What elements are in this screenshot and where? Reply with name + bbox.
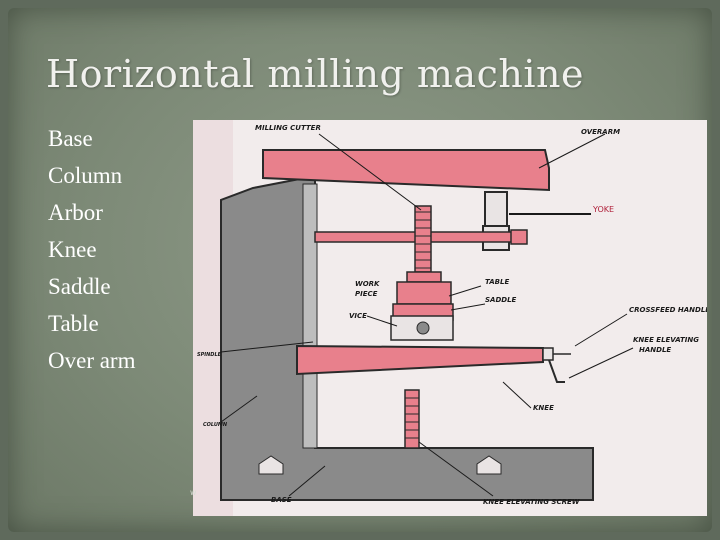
label-vice: VICE xyxy=(349,312,367,320)
bullet-item: Base xyxy=(46,120,136,157)
label-crossfeed-handle: CROSSFEED HANDLE xyxy=(629,306,707,314)
leader-overarm xyxy=(538,133,606,169)
vice-jaws xyxy=(396,281,452,305)
bullet-label: Over arm xyxy=(48,348,136,373)
work-piece xyxy=(406,271,442,283)
label-knee-elevating-handle: KNEE ELEVATING xyxy=(633,336,699,344)
bullet-label: Table xyxy=(48,311,99,336)
diagram-svg: MILLING CUTTER OVERARM WORK PIECE TABLE … xyxy=(193,120,707,516)
leader-base xyxy=(288,465,326,497)
label-spindle: SPINDLE xyxy=(197,352,222,358)
label-yoke: YOKE xyxy=(592,205,614,214)
footer-text: w xyxy=(190,488,197,497)
leader-lines xyxy=(220,133,634,497)
label-knee-elevating-handle: HANDLE xyxy=(639,346,671,354)
bullet-item: Saddle xyxy=(46,268,136,305)
leader-spindle xyxy=(220,341,314,353)
leader-vice xyxy=(366,315,398,327)
label-table: TABLE xyxy=(485,278,509,286)
leader-knee-screw xyxy=(418,441,494,497)
label-column: COLUMN xyxy=(203,422,228,428)
knee-elevating-screw xyxy=(404,389,420,449)
leader-column xyxy=(220,395,258,423)
screw-threads xyxy=(405,397,419,439)
label-base: BASE xyxy=(271,496,292,504)
leader-milling-cutter xyxy=(318,133,422,211)
milling-cutter xyxy=(414,205,432,273)
bullet-label: Knee xyxy=(48,237,97,262)
bullet-item: Knee xyxy=(46,231,136,268)
label-saddle: SADDLE xyxy=(485,296,517,304)
bullet-list: Base Column Arbor Knee Saddle Table Over… xyxy=(46,120,136,379)
bolt-icon xyxy=(476,455,502,475)
label-milling-cutter: MILLING CUTTER xyxy=(255,124,321,132)
leader-knee-handle xyxy=(568,347,634,379)
table-knee xyxy=(296,344,544,376)
label-knee: KNEE xyxy=(533,404,554,412)
bullet-item: Table xyxy=(46,305,136,342)
leader-saddle xyxy=(450,303,486,311)
overarm xyxy=(262,149,550,192)
milling-machine-diagram: MILLING CUTTER OVERARM WORK PIECE TABLE … xyxy=(193,120,707,516)
bullet-item: Arbor xyxy=(46,194,136,231)
crossfeed-hub xyxy=(542,347,554,361)
bullet-item: Column xyxy=(46,157,136,194)
bullet-label: Saddle xyxy=(48,274,111,299)
column-face xyxy=(302,183,318,449)
leader-crossfeed xyxy=(574,313,628,347)
leader-knee xyxy=(502,381,532,409)
label-overarm: OVERARM xyxy=(581,128,620,136)
bullet-item: Over arm xyxy=(46,342,136,379)
bolt-icon xyxy=(258,455,284,475)
arbor-nut xyxy=(510,229,528,245)
bullet-label: Column xyxy=(48,163,123,188)
label-knee-elevating-screw: KNEE ELEVATING SCREW xyxy=(483,498,580,506)
bullet-label: Arbor xyxy=(48,200,103,225)
leader-table xyxy=(448,285,482,297)
cutter-teeth xyxy=(415,211,431,269)
slide-title: Horizontal milling machine xyxy=(46,52,584,96)
label-work-piece: WORK xyxy=(355,280,380,288)
knee-elevating-handle xyxy=(548,359,565,383)
vice-screw-icon xyxy=(416,321,430,335)
label-work-piece: PIECE xyxy=(355,290,378,298)
bullet-label: Base xyxy=(48,126,93,151)
yoke xyxy=(484,191,508,229)
